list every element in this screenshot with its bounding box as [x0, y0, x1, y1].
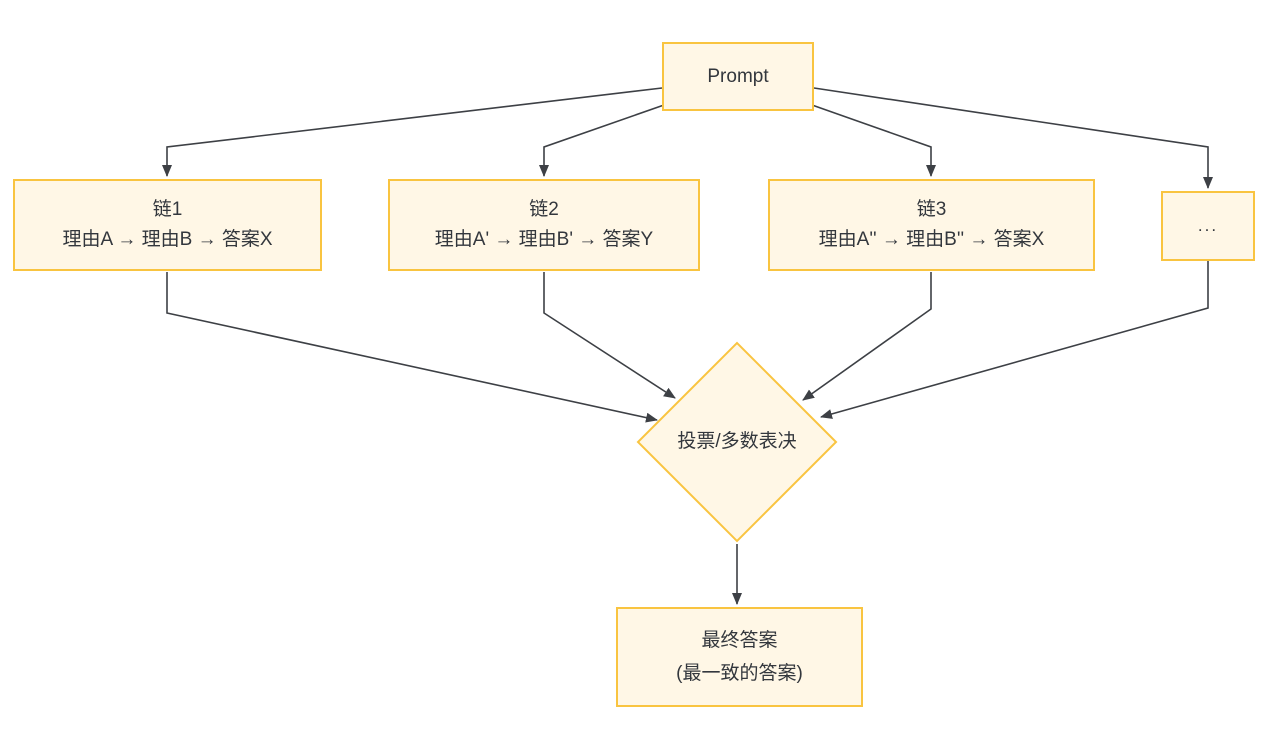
- edge-prompt-chain1: [162, 87, 663, 177]
- edge-ellipsis-vote: [820, 261, 1209, 419]
- node-chain1: 链1 理由A → 理由B → 答案X: [13, 179, 322, 271]
- node-ellipsis-label: ...: [1197, 216, 1219, 235]
- node-vote-label: 投票/多数表决: [677, 431, 797, 452]
- edge-chain3-vote: [802, 272, 932, 401]
- edge-chain1-vote: [166, 272, 658, 423]
- edge-prompt-chain3: [811, 104, 936, 177]
- node-chain3-title: 链3: [916, 199, 947, 220]
- node-prompt-label: Prompt: [707, 65, 769, 87]
- node-chain2-title: 链2: [529, 199, 559, 220]
- node-chain3: 链3 理由A'' → 理由B'' → 答案X: [768, 179, 1095, 271]
- edge-prompt-chain2: [539, 104, 665, 177]
- node-prompt: Prompt: [662, 42, 814, 111]
- node-ellipsis: ...: [1161, 191, 1255, 261]
- node-final-line1: 最终答案: [701, 630, 778, 651]
- node-final-line2: (最一致的答案): [676, 663, 803, 684]
- node-chain2: 链2 理由A' → 理由B' → 答案Y: [388, 179, 700, 271]
- edge-prompt-ellipsis: [813, 87, 1213, 189]
- node-chain1-title: 链1: [152, 199, 183, 220]
- node-chain2-detail: 理由A' → 理由B' → 答案Y: [434, 229, 654, 250]
- node-chain3-detail: 理由A'' → 理由B'' → 答案X: [818, 229, 1045, 250]
- edge-chain2-vote: [543, 272, 676, 399]
- node-final: 最终答案 (最一致的答案): [616, 607, 863, 707]
- node-chain1-detail: 理由A → 理由B → 答案X: [62, 229, 273, 250]
